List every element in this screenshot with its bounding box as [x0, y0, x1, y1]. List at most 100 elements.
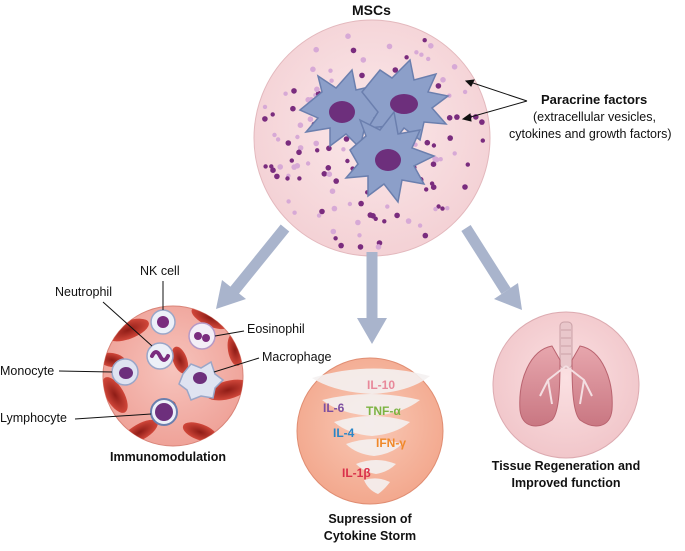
vesicle-dot	[375, 244, 382, 250]
immunomodulation-circle	[102, 305, 244, 447]
vesicle-dot	[328, 68, 333, 73]
vesicle-dot	[313, 46, 320, 53]
vesicle-dot	[290, 105, 296, 112]
vesicle-dot	[392, 67, 399, 73]
eosinophil-cell	[188, 322, 216, 350]
vesicle-dot	[313, 140, 320, 147]
storm-caption-line1: Supression of	[328, 512, 412, 526]
cytokine-label: IFN-γ	[376, 436, 406, 450]
vesicle-dot	[445, 206, 450, 211]
vesicle-dot	[262, 116, 268, 122]
tissue-caption-line2: Improved function	[511, 476, 621, 490]
arrow-to-immunomodulation	[216, 224, 290, 309]
cytokine-label: IL-6	[323, 401, 345, 415]
vesicle-dot	[430, 161, 437, 167]
label-eosinophil: Eosinophil	[247, 322, 305, 336]
vesicle-dot	[321, 171, 328, 177]
vesicle-dot	[291, 88, 297, 94]
label-neutrophil: Neutrophil	[55, 285, 112, 299]
vesicle-dot	[452, 151, 457, 156]
vesicle-dot	[382, 219, 387, 224]
vesicle-dot	[341, 147, 346, 152]
vesicle-dot	[343, 136, 350, 142]
paracrine-line2: cytokines and growth factors)	[509, 127, 672, 141]
vesicle-dot	[370, 213, 376, 219]
vesicle-dot	[447, 135, 454, 141]
vesicle-dot	[386, 43, 393, 50]
vesicle-dot	[338, 242, 344, 249]
vesicle-dot	[479, 119, 485, 125]
flow-arrows	[216, 224, 522, 344]
nk-cell	[150, 309, 176, 335]
vesicle-dot	[440, 206, 445, 211]
vesicle-dot	[277, 164, 284, 170]
vesicle-dot	[432, 156, 438, 162]
immune-leader-lines	[58, 281, 260, 420]
vesicle-dot	[310, 66, 316, 73]
paracrine-line1: (extracellular vesicles,	[533, 110, 656, 124]
neutrophil-cell	[146, 342, 174, 370]
tornado	[312, 368, 430, 494]
vesicle-dot	[319, 208, 325, 215]
vesicle-dot	[289, 158, 294, 163]
vesicle-dot	[316, 213, 322, 218]
lung-circle	[492, 311, 640, 459]
vesicle-dot	[462, 184, 468, 190]
arrow-to-tissue-regeneration	[461, 225, 522, 310]
vesicle-dot	[357, 244, 364, 250]
vesicle-dot	[430, 184, 437, 190]
vesicle-dot	[414, 50, 419, 55]
vesicle-dot	[333, 178, 340, 184]
label-macrophage: Macrophage	[262, 350, 332, 364]
vesicle-dot	[424, 187, 429, 192]
vesicle-dot	[286, 199, 291, 204]
vesicle-dot	[270, 112, 275, 117]
vesicle-dot	[419, 52, 424, 57]
vesicle-dot	[357, 233, 362, 238]
vesicle-dot	[296, 149, 302, 156]
cytokine-label: IL-1β	[342, 466, 371, 480]
vesicle-dot	[438, 157, 443, 162]
vesicle-dot	[435, 83, 442, 89]
vesicle-dot	[462, 89, 468, 95]
paracrine-title: Paracrine factors	[541, 92, 648, 107]
vesicle-dot	[422, 38, 427, 43]
monocyte-cell	[111, 358, 139, 386]
vesicle-dot	[446, 115, 453, 121]
vesicle-dot	[291, 164, 298, 170]
vesicle-dot	[314, 86, 320, 93]
vesicle-dot	[330, 228, 337, 235]
vesicle-dot	[358, 200, 364, 207]
vesicle-dot	[431, 143, 437, 148]
vesicle-dot	[433, 206, 438, 212]
vesicle-dot	[424, 139, 431, 146]
vesicle-dot	[326, 145, 332, 152]
vesicle-dot	[274, 173, 280, 180]
vesicle-dot	[275, 137, 281, 142]
vesicle-dot	[295, 134, 300, 140]
vesicle-dot	[262, 104, 268, 110]
vesicle-dot	[305, 161, 311, 166]
vesicle-dot	[329, 188, 336, 194]
vesicle-dot	[297, 145, 304, 151]
vesicle-dot	[480, 138, 485, 143]
vesicle-dot	[355, 219, 361, 226]
vesicle-dot	[422, 232, 429, 239]
vesicle-dot	[428, 43, 434, 49]
vesicle-dot	[385, 204, 390, 209]
vesicle-dot	[329, 78, 334, 83]
vesicle-dot	[465, 162, 470, 167]
label-lymphocyte: Lymphocyte	[0, 411, 67, 425]
macrophage-cell	[178, 360, 225, 401]
vesicle-dot	[297, 176, 302, 181]
vesicle-dot	[417, 223, 423, 228]
vesicle-dot	[292, 210, 297, 215]
cytokine-label: IL-4	[333, 426, 355, 440]
vesicle-dot	[285, 176, 290, 181]
vesicle-dot	[307, 116, 314, 122]
storm-caption-line2: Cytokine Storm	[323, 529, 417, 543]
msc-circle	[253, 19, 491, 257]
vesicle-dot	[359, 72, 365, 79]
